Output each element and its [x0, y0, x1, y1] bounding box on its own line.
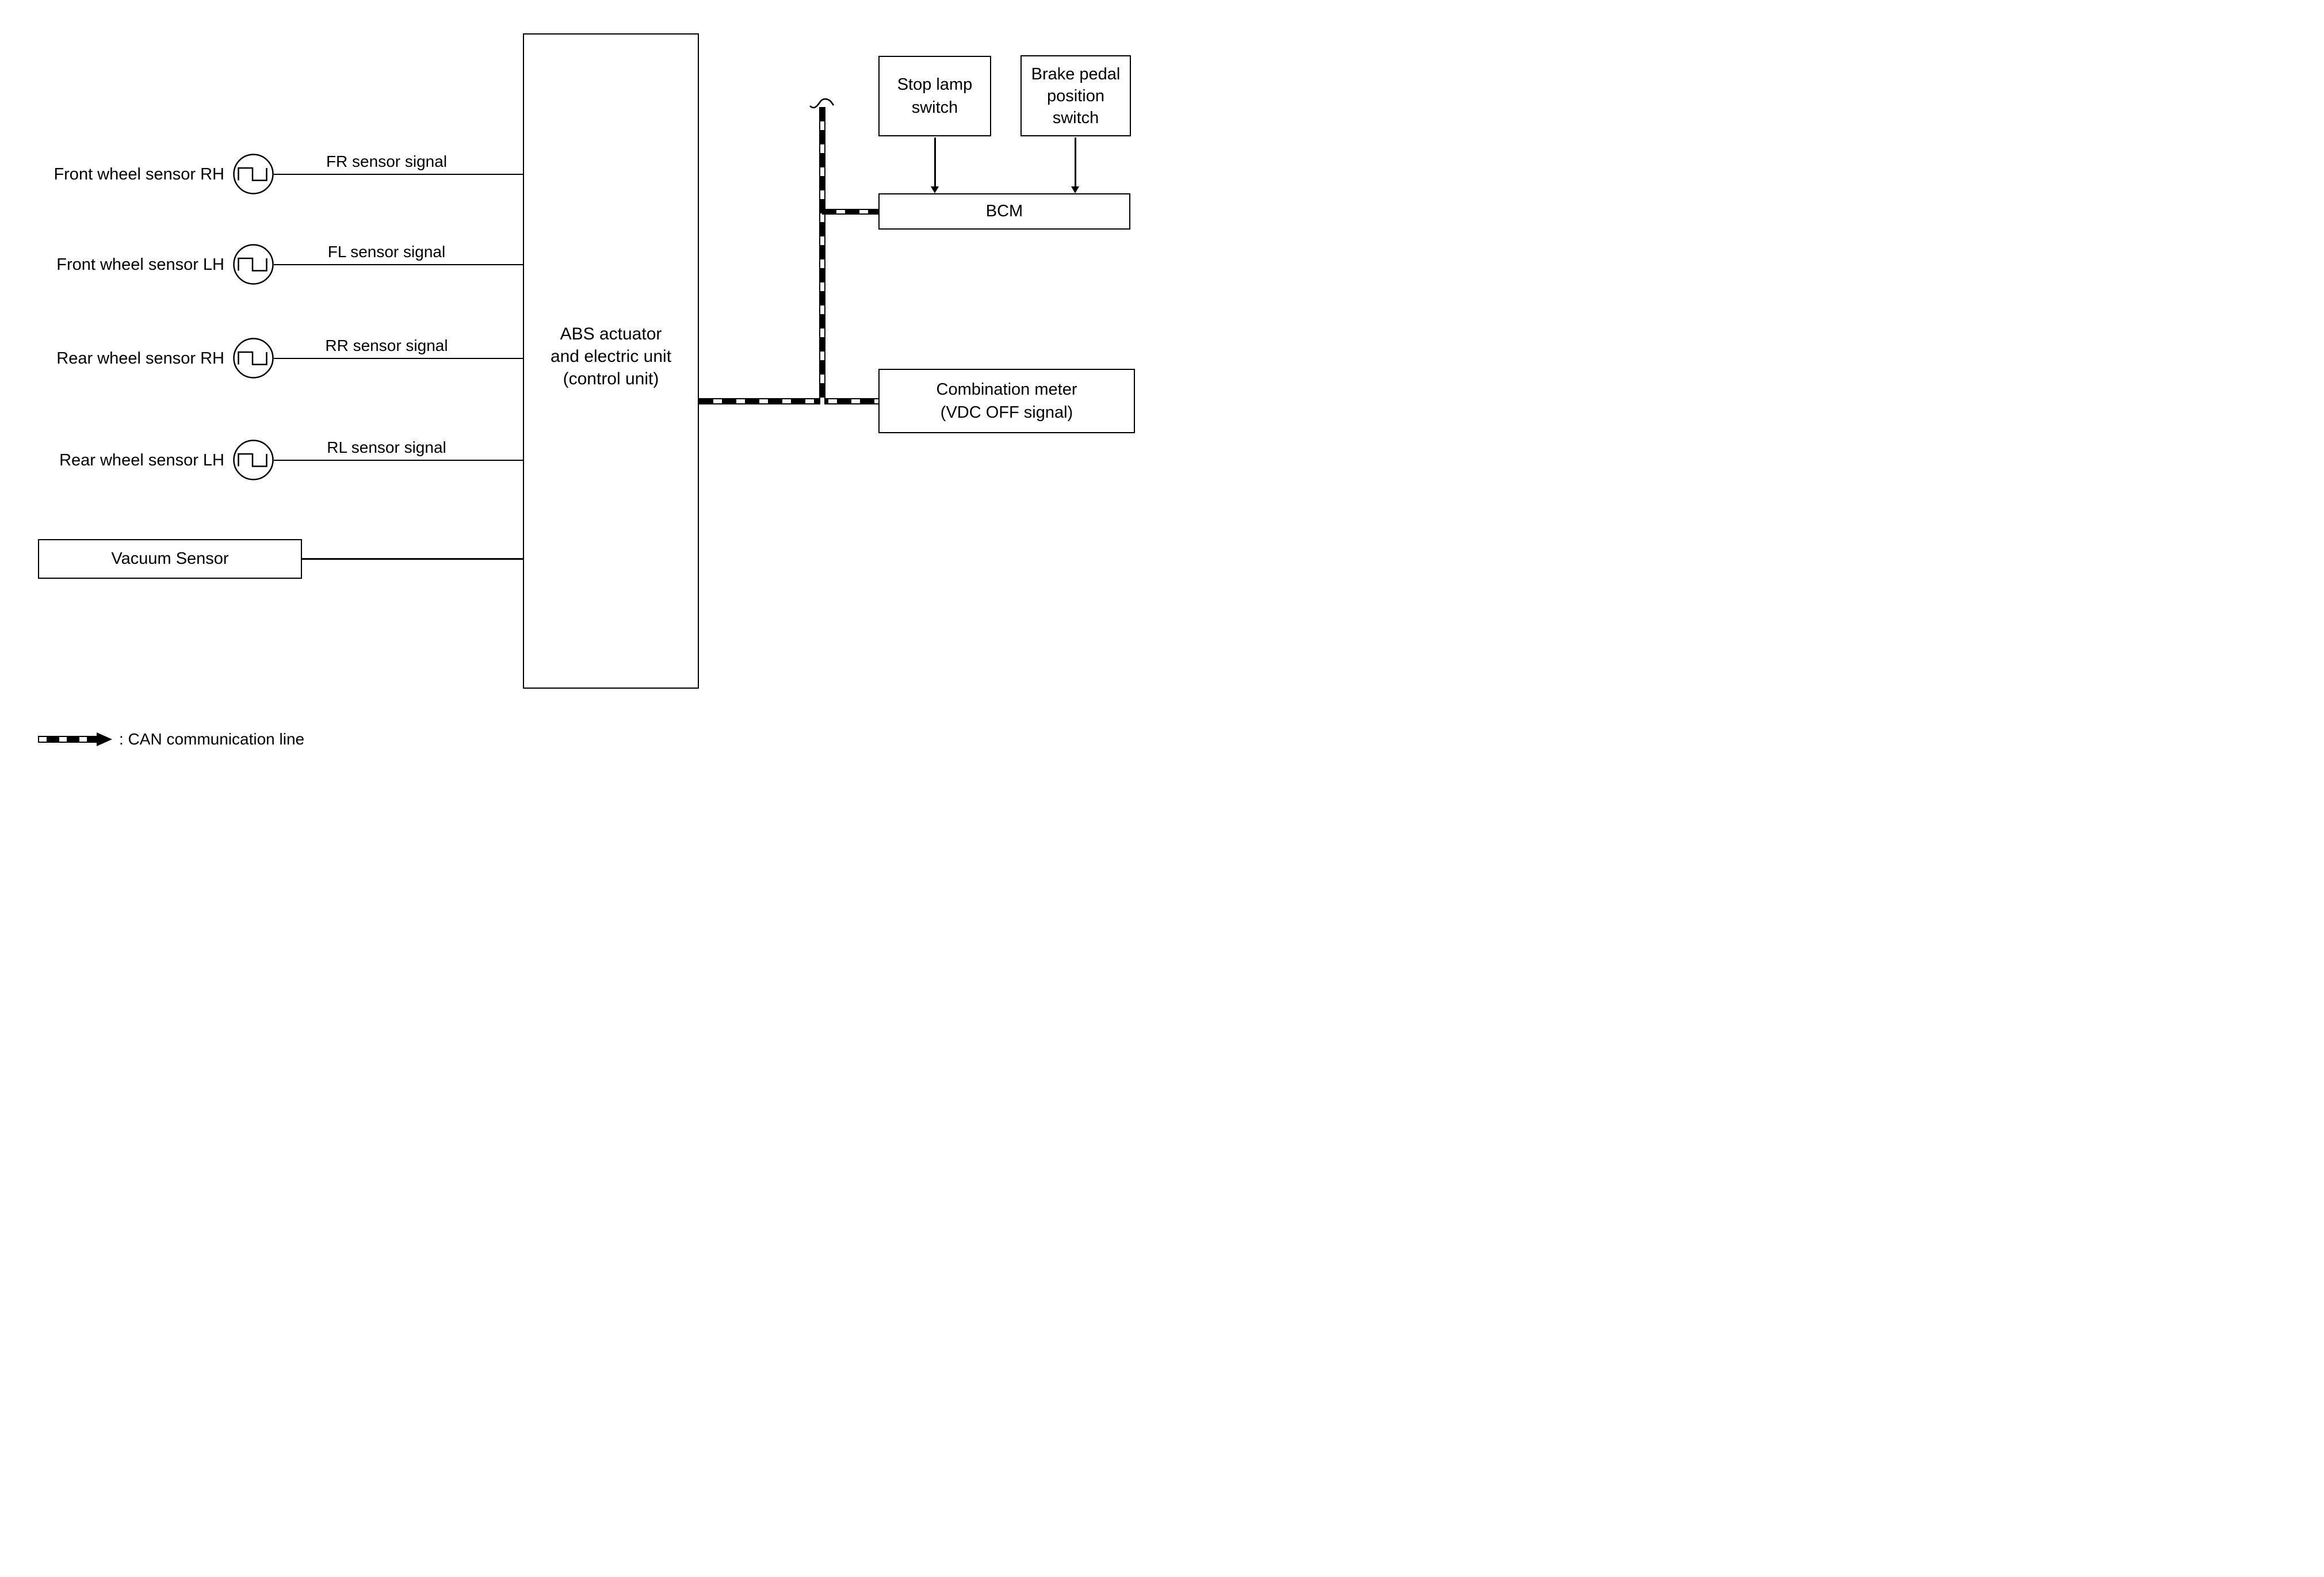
rr-sensor-wire	[274, 357, 523, 359]
brake-pedal-to-bcm-wire	[1075, 138, 1076, 188]
rr-sensor-signal-label: RR sensor signal	[325, 337, 448, 354]
pulse-signal-icon	[233, 440, 274, 480]
legend-can-label: : CAN communication line	[119, 730, 305, 748]
brake-pedal-position-switch-label: Brake pedal position switch	[1031, 64, 1121, 127]
rl-sensor-signal-label: RL sensor signal	[327, 438, 446, 456]
combination-meter-box: Combination meter (VDC OFF signal)	[878, 369, 1135, 433]
brake-pedal-to-bcm-arrowhead-icon	[1071, 186, 1079, 193]
vacuum-sensor-box: Vacuum Sensor	[38, 539, 302, 579]
rl-sensor-wire	[274, 459, 523, 461]
stop-lamp-to-bcm-arrowhead-icon	[931, 186, 939, 193]
legend-arrowhead-icon	[97, 732, 112, 746]
fr-sensor-wire	[274, 173, 523, 175]
stop-lamp-switch-label: Stop lamp switch	[897, 75, 973, 117]
can-line-continuation-squiggle	[809, 98, 835, 109]
vacuum-sensor-label: Vacuum Sensor	[111, 549, 229, 568]
fr-sensor-signal-label: FR sensor signal	[326, 152, 448, 170]
legend-can-line-sample	[38, 736, 97, 743]
combination-meter-label: Combination meter (VDC OFF signal)	[936, 380, 1077, 422]
brake-pedal-position-switch-box: Brake pedal position switch	[1020, 55, 1131, 136]
bcm-box: BCM	[878, 193, 1130, 230]
abs-actuator-box	[523, 33, 699, 689]
stop-lamp-to-bcm-wire	[934, 138, 936, 188]
pulse-signal-icon	[233, 338, 274, 379]
can-line-main	[699, 398, 879, 404]
abs-actuator-label: ABS actuator and electric unit (control …	[550, 324, 672, 388]
front-wheel-sensor-lh-label: Front wheel sensor LH	[56, 255, 224, 274]
rear-wheel-sensor-rh-label: Rear wheel sensor RH	[56, 349, 224, 368]
vacuum-sensor-wire	[302, 558, 523, 560]
pulse-signal-icon	[233, 154, 274, 194]
abs-can-block-diagram: Front wheel sensor RH FR sensor signal F…	[0, 0, 1162, 789]
bcm-label: BCM	[985, 202, 1023, 220]
stop-lamp-switch-box: Stop lamp switch	[878, 56, 991, 136]
rear-wheel-sensor-lh-label: Rear wheel sensor LH	[59, 451, 224, 469]
front-wheel-sensor-rh-label: Front wheel sensor RH	[53, 165, 224, 184]
can-line-vertical	[819, 107, 825, 404]
can-line-branch-bcm	[822, 209, 879, 215]
pulse-signal-icon	[233, 244, 274, 285]
fl-sensor-signal-label: FL sensor signal	[327, 243, 446, 261]
fl-sensor-wire	[274, 264, 523, 265]
